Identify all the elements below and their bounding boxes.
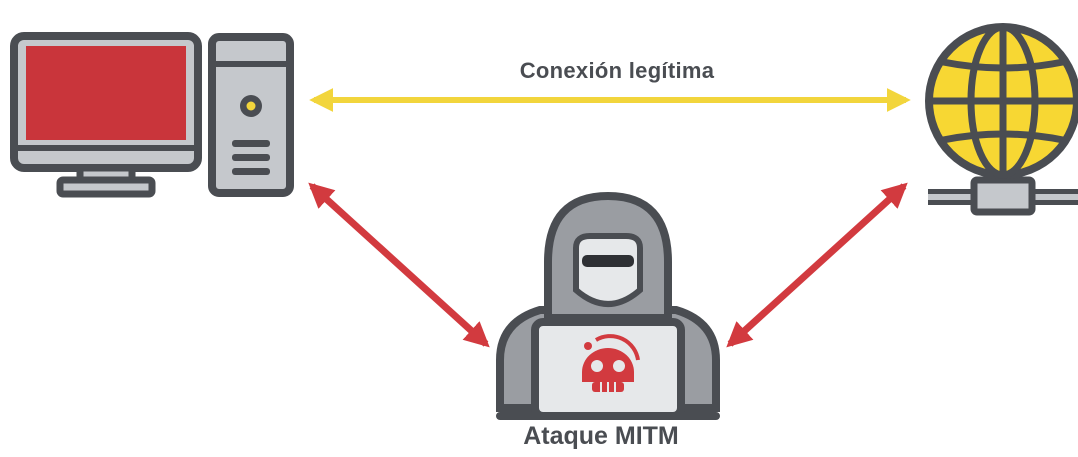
legit-connection-label: Conexión legítima [0, 58, 1078, 84]
attack-arrow-left [308, 182, 490, 348]
attack-arrow-right [726, 182, 908, 348]
globe-server-icon [925, 23, 1078, 216]
mitm-attack-label: Ataque MITM [0, 422, 1078, 451]
legit-connection-text: Conexión legítima [519, 58, 715, 83]
mitm-attack-text: Ataque MITM [523, 422, 679, 450]
skull-icon [582, 334, 640, 392]
desktop-computer-icon [10, 32, 294, 198]
